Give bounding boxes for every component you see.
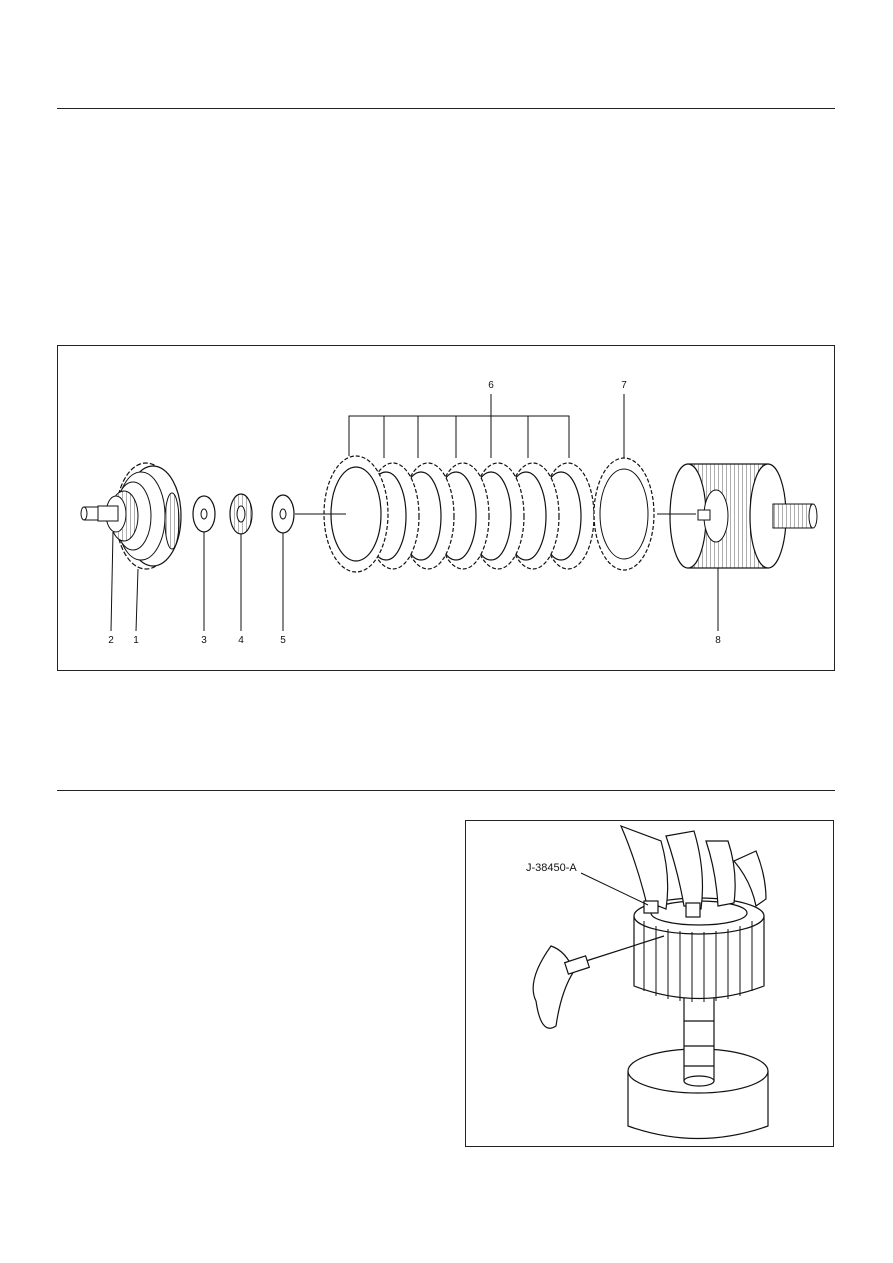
middle-rule: [57, 790, 835, 791]
callout-7: 7: [621, 380, 627, 391]
thrust-washer: [192, 495, 216, 533]
thrust-washer-2: [271, 494, 295, 534]
tool-usage-drawing: J-38450-A: [526, 824, 769, 1140]
callout-3: 3: [201, 635, 207, 646]
hands: [532, 824, 767, 1029]
clutch-housing: [657, 463, 818, 631]
hub-gear-assembly: [80, 462, 182, 570]
callout-8: 8: [715, 635, 721, 646]
screwdriver: [563, 935, 665, 975]
callout-6: 6: [488, 380, 494, 391]
compressor-tool: [643, 900, 701, 918]
clutch-plate-pack: [295, 394, 595, 573]
tool-usage-figure: J-38450-A: [465, 820, 834, 1147]
callout-5: 5: [280, 635, 286, 646]
output-shaft: [683, 990, 715, 1087]
callout-1: 1: [133, 635, 139, 646]
callout-2: 2: [108, 635, 114, 646]
steel-plate: [593, 394, 655, 571]
top-rule: [57, 108, 835, 109]
exploded-view-drawing: 1 2 3 4 5 6 7 8: [80, 380, 818, 646]
callout-4: 4: [238, 635, 244, 646]
tool-label: J-38450-A: [526, 862, 577, 874]
thrust-bearing: [229, 493, 253, 535]
exploded-view-figure: 1 2 3 4 5 6 7 8: [57, 345, 835, 671]
